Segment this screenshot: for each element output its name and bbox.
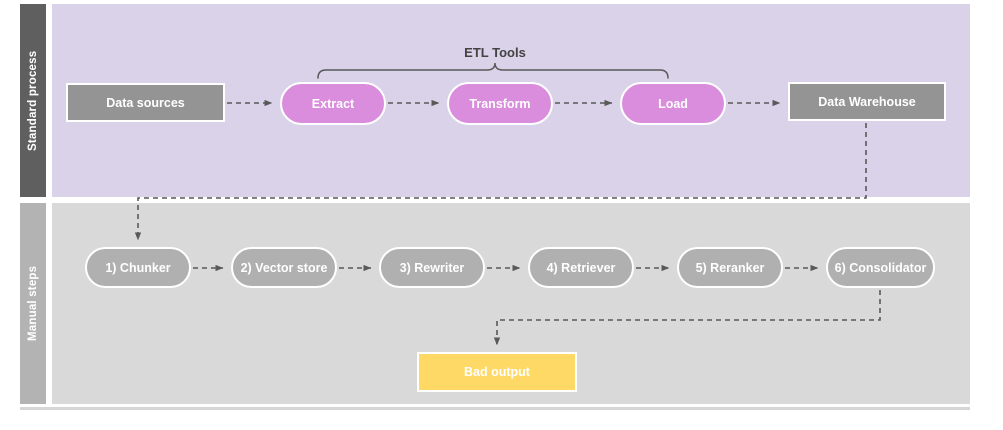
node-rewriter[interactable]: 3) Rewriter bbox=[379, 247, 485, 288]
node-load[interactable]: Load bbox=[620, 82, 726, 125]
node-chunker[interactable]: 1) Chunker bbox=[85, 247, 191, 288]
node-consolidator[interactable]: 6) Consolidator bbox=[826, 247, 935, 288]
node-extract[interactable]: Extract bbox=[280, 82, 386, 125]
node-reranker[interactable]: 5) Reranker bbox=[677, 247, 783, 288]
lane-header-standard-process: Standard process bbox=[20, 4, 46, 197]
node-data-warehouse[interactable]: Data Warehouse bbox=[788, 82, 946, 121]
etl-tools-label: ETL Tools bbox=[464, 45, 526, 60]
node-transform[interactable]: Transform bbox=[447, 82, 553, 125]
lane-header-manual-steps: Manual steps bbox=[20, 203, 46, 404]
node-retriever[interactable]: 4) Retriever bbox=[528, 247, 634, 288]
node-vector-store[interactable]: 2) Vector store bbox=[231, 247, 337, 288]
bottom-divider bbox=[20, 407, 970, 410]
node-data-sources[interactable]: Data sources bbox=[66, 83, 225, 122]
node-bad-output[interactable]: Bad output bbox=[417, 352, 577, 392]
